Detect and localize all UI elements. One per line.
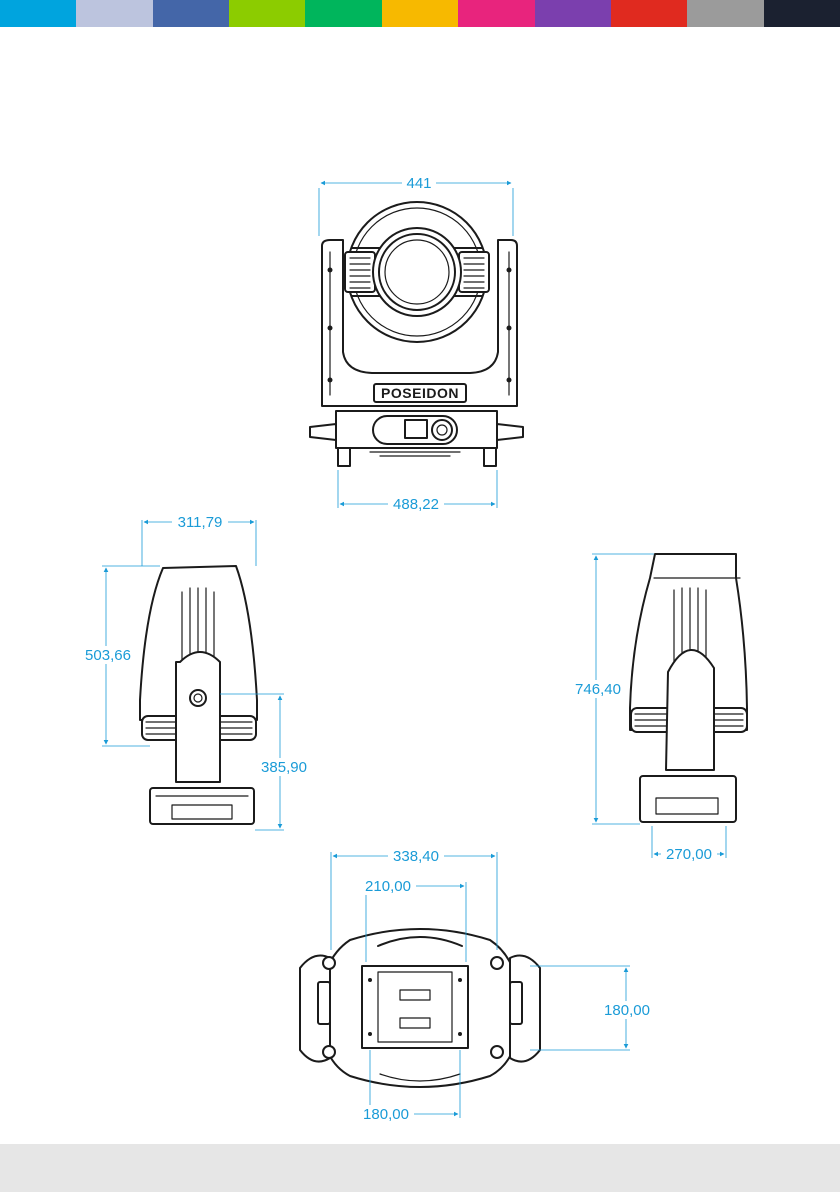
side-depth-label: 311,79 [178,514,223,531]
rear-total-height-label: 746,40 [575,681,621,698]
bottom-inner-width-label: 210,00 [365,878,411,895]
bottom-view [300,929,540,1087]
bottom-outer-width-label: 338,40 [393,848,439,865]
front-base-width-label: 488,22 [393,496,439,513]
footer-band [0,1144,840,1192]
front-width-label: 441 [406,175,431,192]
front-logo-text: POSEIDON [381,385,459,401]
rear-base-depth-label: 270,00 [666,846,712,863]
side-head-height-label: 503,66 [85,647,131,664]
bottom-mount-height-label: 180,00 [604,1002,650,1019]
front-view: POSEIDON [310,202,523,466]
side-view [140,566,257,824]
bottom-mount-width-label: 180,00 [363,1106,409,1123]
rear-view [630,554,747,822]
side-yoke-height-label: 385,90 [261,759,307,776]
